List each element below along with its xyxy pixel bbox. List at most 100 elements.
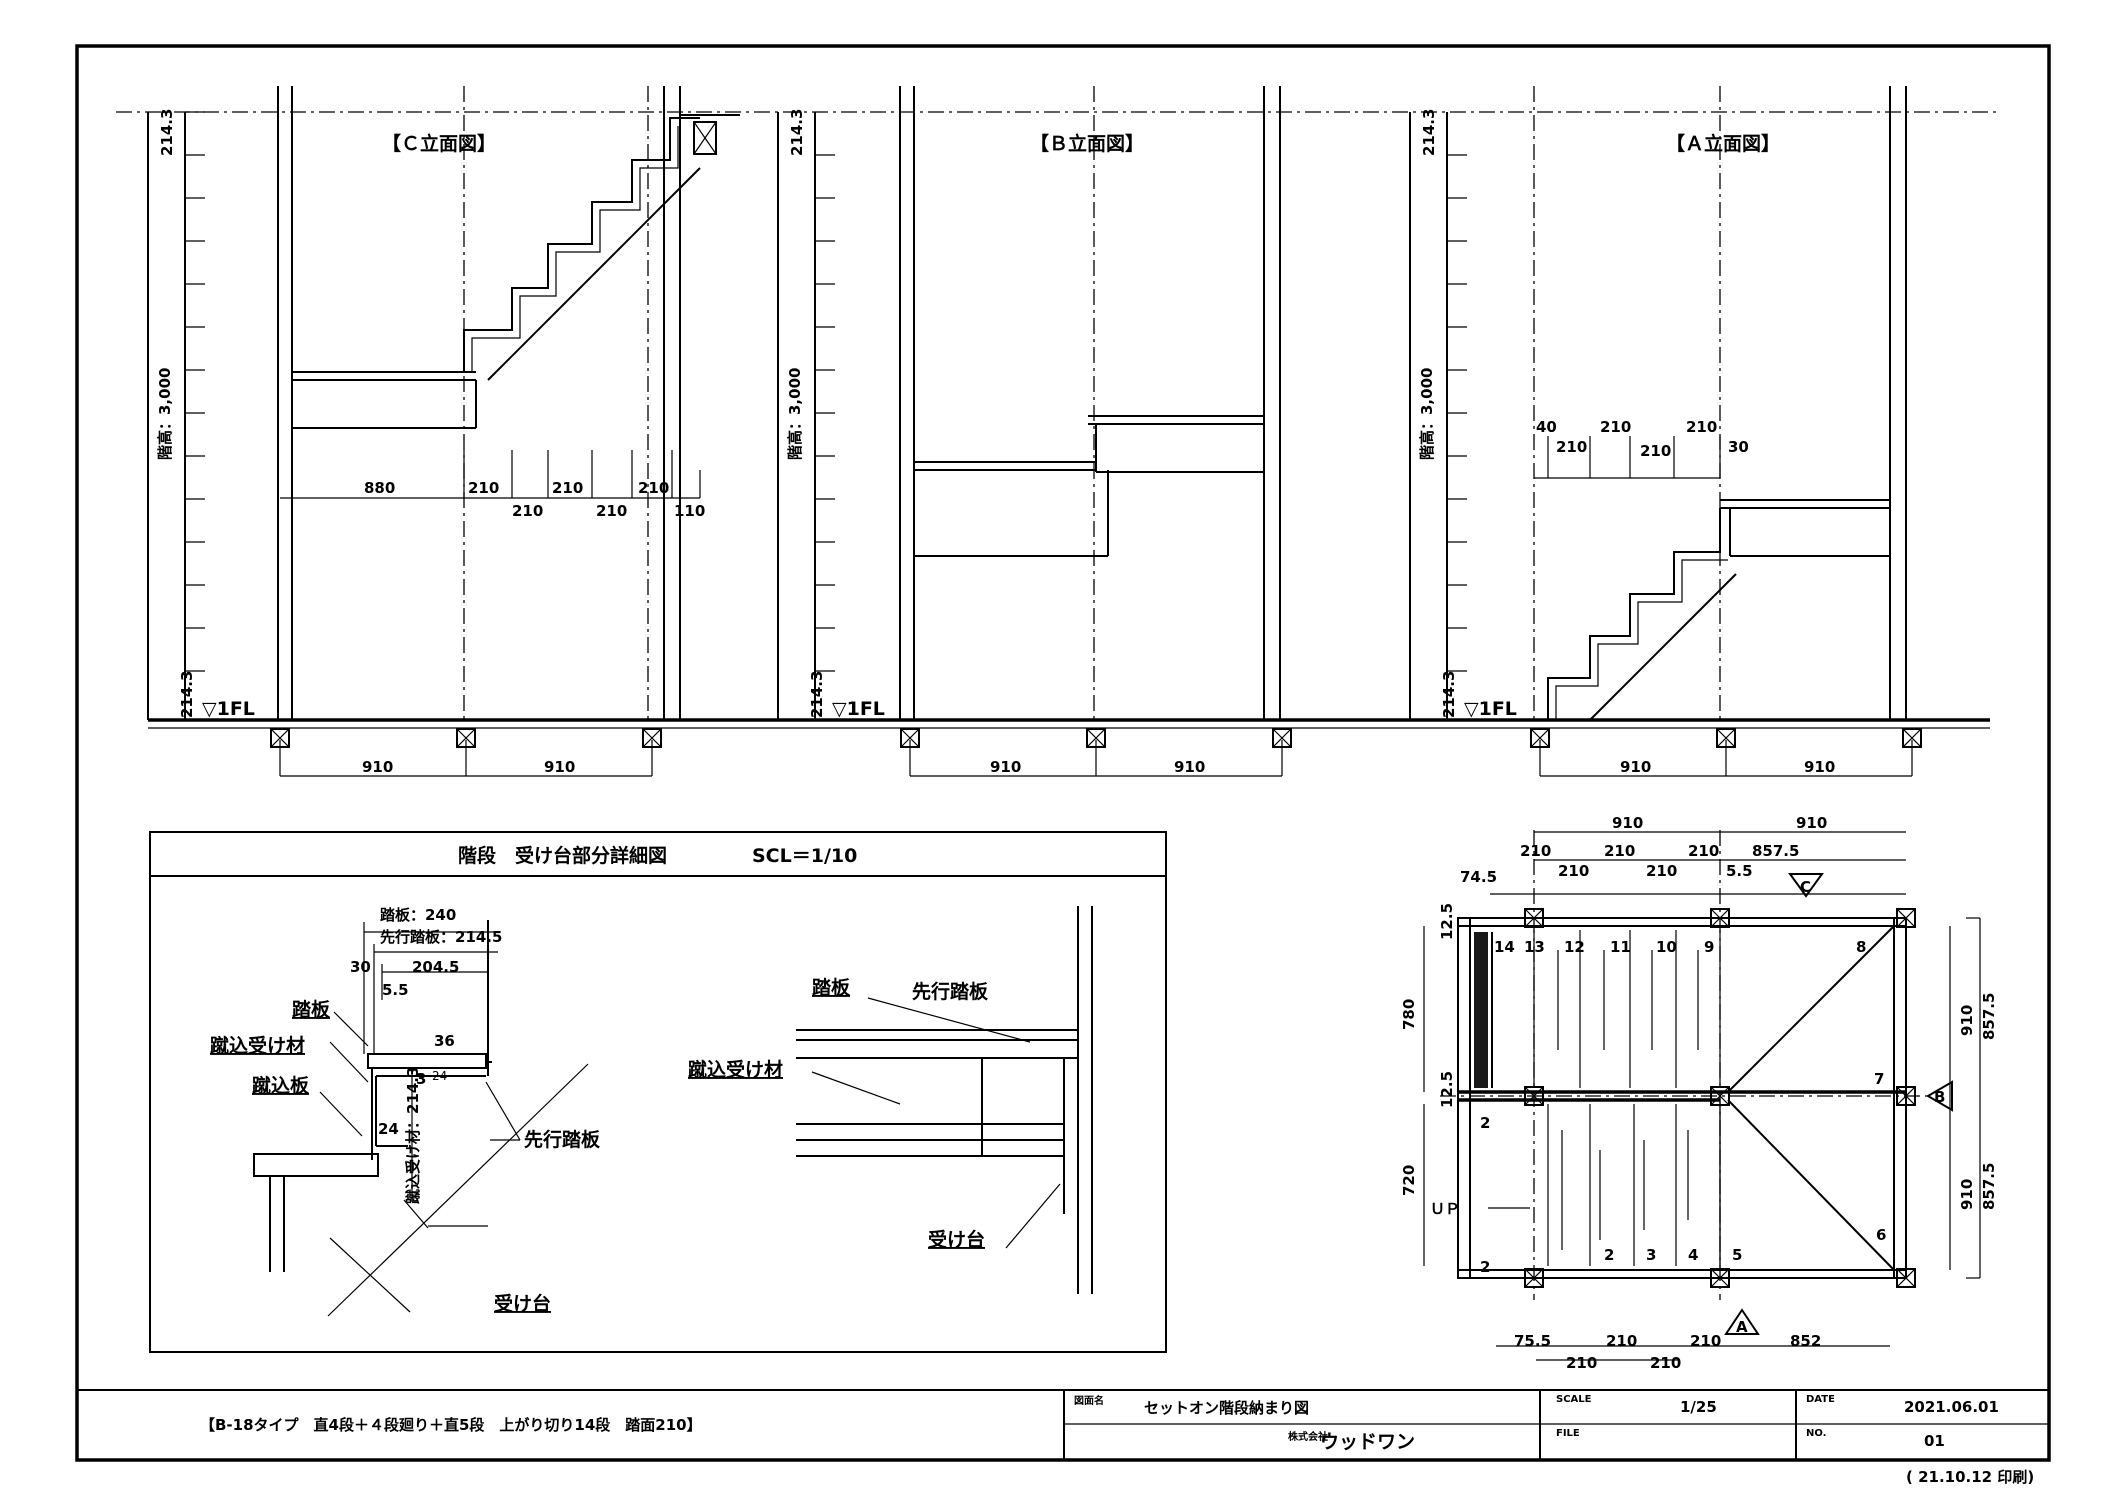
step-number: 7: [1874, 1070, 1884, 1088]
detail-scale: SCL＝1/10: [752, 845, 857, 867]
plan-dim: 210: [1558, 862, 1589, 880]
tb-label: 図面名: [1074, 1394, 1104, 1407]
tb-label: FILE: [1556, 1428, 1580, 1439]
part-label: 蹴込受け材: [688, 1058, 783, 1081]
detail-label: 踏板：240: [380, 906, 456, 924]
dim-text: 210: [1600, 418, 1631, 436]
plan-dim: 910: [1958, 1179, 1976, 1210]
dim-text: 210: [638, 479, 669, 497]
part-label: 蹴込板: [252, 1074, 310, 1097]
dim-text: 30: [1728, 438, 1749, 456]
part-label: 踏板: [812, 976, 851, 999]
title-c-elevation: 【Ｃ立面図】: [382, 132, 496, 155]
riser-bottom-c: 214.3: [178, 671, 196, 718]
tb-label: DATE: [1806, 1394, 1835, 1405]
dim-text: 880: [364, 479, 395, 497]
step-number: 3: [1646, 1246, 1656, 1264]
plan-dim: 857.5: [1752, 842, 1799, 860]
height-ticks-a: [1447, 154, 1467, 672]
detail-label: 24: [432, 1069, 447, 1083]
title-a-elevation: 【Ａ立面図】: [1666, 132, 1780, 155]
floor-height-c: 階高：3,000: [156, 368, 174, 460]
plan-dim: 780: [1400, 999, 1418, 1030]
detail-label: 先行踏板：214.5: [380, 928, 502, 946]
detail-label: 24: [378, 1120, 399, 1138]
fl-label-c: ▽1FL: [202, 698, 255, 720]
plan-dim: 857.5: [1980, 1163, 1998, 1210]
sheet-border: [75, 44, 2051, 1462]
plan-dim: 857.5: [1980, 993, 1998, 1040]
tb-label: NO.: [1806, 1428, 1826, 1439]
up-label: ＵＰ: [1430, 1200, 1460, 1218]
step-number: 8: [1856, 938, 1866, 956]
step-number: 9: [1704, 938, 1714, 956]
step-number: 11: [1610, 938, 1631, 956]
riser-top-c: 214.3: [158, 109, 176, 156]
floor-height-a: 階高：3,000: [1418, 368, 1436, 460]
tb-label: SCALE: [1556, 1394, 1592, 1405]
detail-title: 階段 受け台部分詳細図: [458, 844, 667, 867]
scale-value: 1/25: [1680, 1398, 1717, 1416]
elevation-b: [777, 86, 1283, 777]
step-number: 12: [1564, 938, 1585, 956]
step-number: 13: [1524, 938, 1545, 956]
plan-dim: 910: [1796, 814, 1827, 832]
riser-bottom-b: 214.3: [808, 671, 826, 718]
tb-label: 株式会社: [1288, 1430, 1328, 1443]
section-marker-c: [1788, 873, 1824, 898]
fl-label-a: ▽1FL: [1464, 698, 1517, 720]
plan-dim: 210: [1606, 1332, 1637, 1350]
plan-dim: 5.5: [1726, 862, 1753, 880]
height-ticks-b: [815, 154, 835, 672]
detail-label: 30: [350, 958, 371, 976]
dim-text: 210: [552, 479, 583, 497]
print-date: ( 21.10.12 印刷): [1906, 1468, 2034, 1486]
dim-text: 210: [468, 479, 499, 497]
plan-dim: 910: [1612, 814, 1643, 832]
dim-text: 210: [1640, 442, 1671, 460]
plan-dim: 2: [1480, 1258, 1490, 1276]
plan-dim: 910: [1958, 1005, 1976, 1036]
riser-bottom-a: 214.3: [1440, 671, 1458, 718]
dim-text: 910: [1174, 758, 1205, 776]
part-label: 先行踏板: [524, 1128, 601, 1151]
elevation-a: [1409, 86, 1913, 777]
plan-dim: 210: [1690, 1332, 1721, 1350]
detail-box: [149, 831, 1167, 1353]
detail-label: 204.5: [412, 958, 459, 976]
plan-dim: 2: [1480, 1114, 1490, 1132]
step-number: 14: [1494, 938, 1515, 956]
section-marker-a: [1724, 1308, 1760, 1335]
part-label: 受け台: [928, 1228, 985, 1251]
plan-dim: 210: [1688, 842, 1719, 860]
section-letter: C: [1800, 878, 1811, 896]
plan-dim: 12.5: [1438, 1071, 1456, 1108]
title-b-elevation: 【Ｂ立面図】: [1030, 132, 1144, 155]
plan-dim: 74.5: [1460, 868, 1497, 886]
plan-dim: 852: [1790, 1332, 1821, 1350]
dim-text: 910: [1620, 758, 1651, 776]
plan-dim: 12.5: [1438, 903, 1456, 940]
riser-top-a: 214.3: [1420, 109, 1438, 156]
detail-label: 3: [416, 1070, 426, 1088]
date-value: 2021.06.01: [1904, 1398, 1999, 1416]
dim-text: 910: [362, 758, 393, 776]
dim-text: 210: [596, 502, 627, 520]
dim-text: 210: [512, 502, 543, 520]
step-number: 4: [1688, 1246, 1698, 1264]
plan-dim: 720: [1400, 1165, 1418, 1196]
section-letter: B: [1934, 1088, 1945, 1106]
detail-label: 蹴込受け材：214.3: [404, 1067, 422, 1204]
dim-text: 40: [1536, 418, 1557, 436]
plan-dim: 210: [1566, 1354, 1597, 1372]
drawing-spec: 【B-18タイプ 直4段＋４段廻り＋直5段 上がり切り14段 踏面210】: [200, 1416, 702, 1434]
step-number: 10: [1656, 938, 1677, 956]
plan-dim: 210: [1650, 1354, 1681, 1372]
plan-dim: 75.5: [1514, 1332, 1551, 1350]
plan-dim: 210: [1520, 842, 1551, 860]
plan-dim: 210: [1604, 842, 1635, 860]
dim-text: 210: [1556, 438, 1587, 456]
step-number: 6: [1876, 1226, 1886, 1244]
no-value: 01: [1924, 1432, 1945, 1450]
